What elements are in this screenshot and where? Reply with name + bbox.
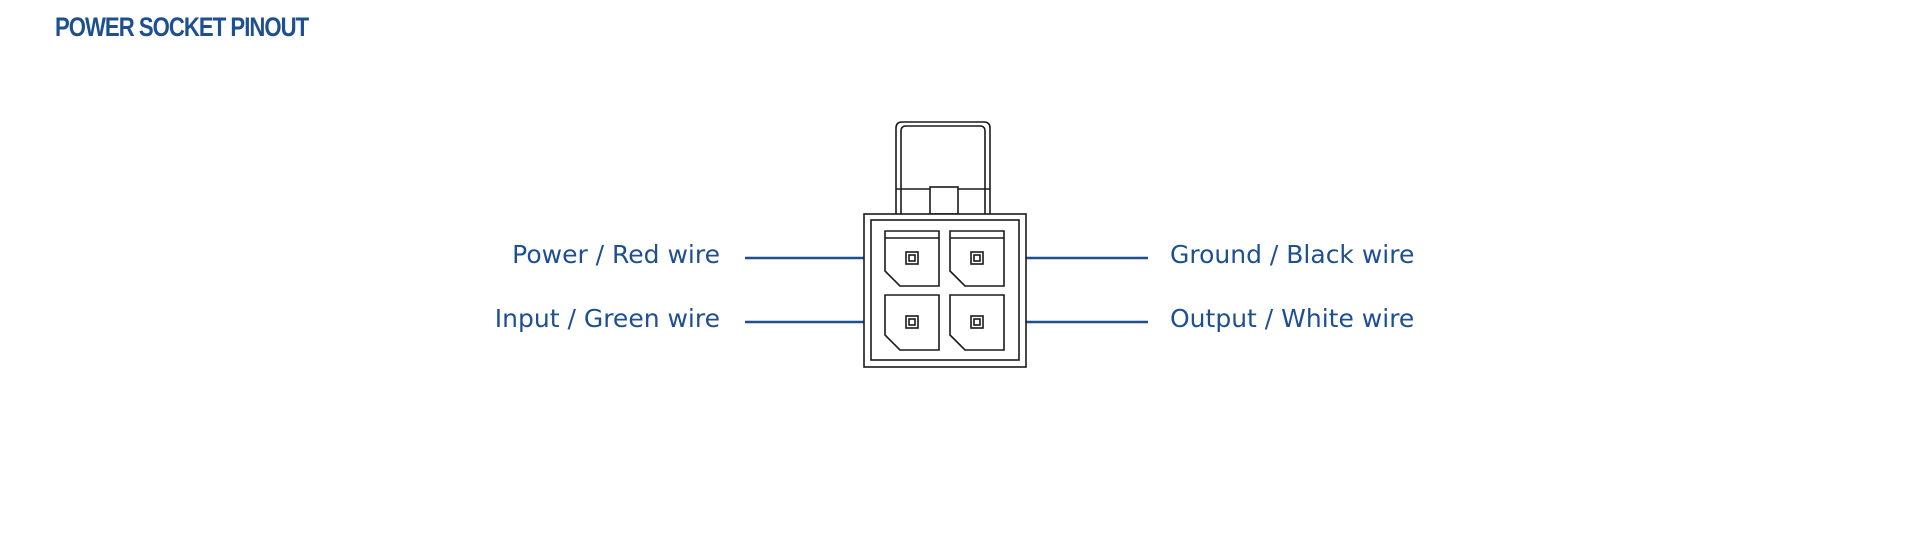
page-title: POWER SOCKET PINOUT	[55, 12, 309, 42]
power-socket-connector	[863, 121, 1027, 368]
connector-latch	[895, 121, 991, 214]
pin-label-power: Power / Red wire	[512, 240, 720, 269]
pin-contact-ground	[970, 251, 984, 265]
pin-contact-output	[970, 315, 984, 329]
pin-label-ground: Ground / Black wire	[1170, 240, 1415, 269]
pin-label-input: Input / Green wire	[494, 304, 720, 333]
pin-label-output: Output / White wire	[1170, 304, 1415, 333]
pin-contact-power	[905, 251, 919, 265]
latch-tab	[929, 186, 959, 215]
pin-contact-input	[905, 315, 919, 329]
